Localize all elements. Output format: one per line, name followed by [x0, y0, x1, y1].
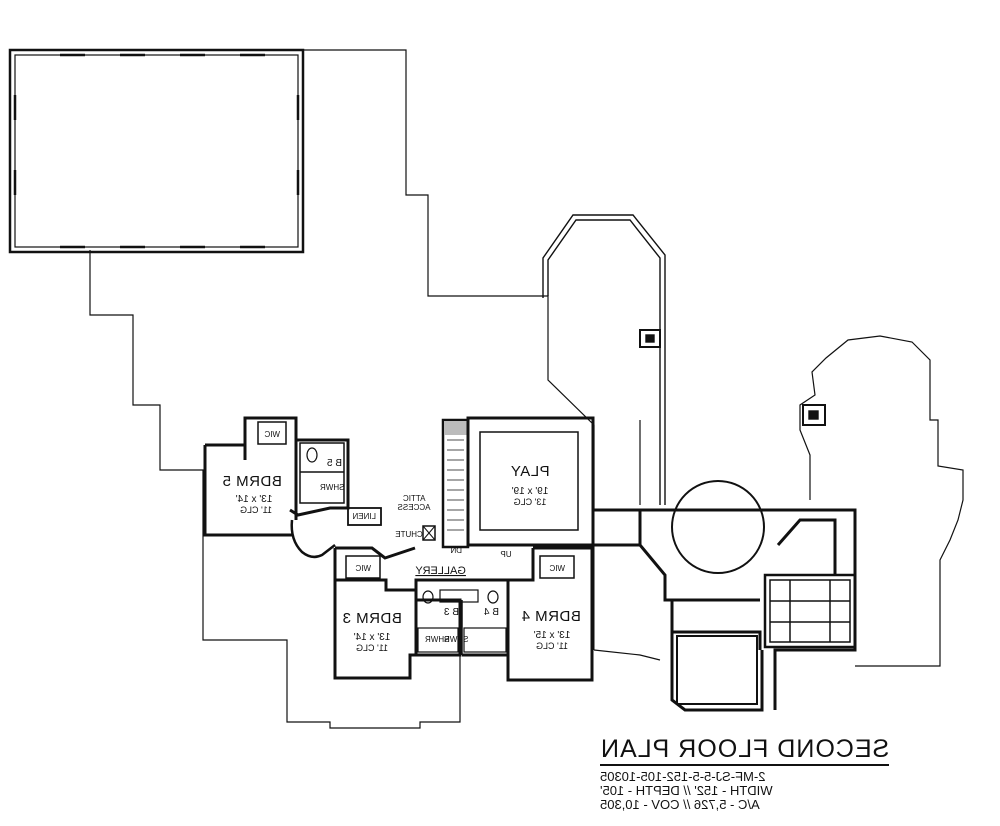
bdrm3-ceiling: 11' CLG [356, 643, 388, 653]
attic-access-label: ACCESS [398, 503, 431, 512]
bath5-label: B 5 [326, 458, 341, 469]
bath3-label: B 3 [443, 607, 458, 618]
attic-label: ATTIC [403, 494, 426, 503]
bath5-shower-label: SHWR [320, 483, 345, 492]
bdrm4-size: 13' x 15' [534, 630, 571, 641]
bdrm4-wic-label: WIC [549, 564, 565, 573]
linen-label: LINEN [352, 512, 376, 521]
bdrm5-name: BDRM 5 [222, 473, 282, 490]
garage-roof-block [8, 48, 305, 254]
play-ceiling: 13' CLG [514, 497, 547, 507]
play-name: PLAY [510, 463, 549, 480]
bdrm3-size: 13' x 14' [354, 632, 391, 643]
bdrm5-ceiling: 11' CLG [240, 505, 272, 515]
bdrm5-size: 13' x 14' [236, 494, 273, 505]
bdrm5-wic-label: WIC [264, 430, 280, 439]
title-block: SECOND FLOOR PLAN 2-MF-SJ-5-5-152-105-10… [600, 735, 940, 812]
play-size: 19' x 19' [512, 486, 549, 497]
bath3-shower-label: SHWR [425, 635, 450, 644]
bath4-shower-label: SHWR [444, 635, 469, 644]
bath4-label: B 4 [483, 607, 498, 618]
first-floor-outline [89, 49, 964, 729]
plan-areas: A/C - 5,726 // COV - 10,305 [600, 797, 760, 812]
second-floor-walls [203, 416, 857, 712]
gallery-label: GALLERY [415, 565, 466, 577]
stair-up-label: UP [500, 550, 511, 559]
bdrm4-name: BDRM 4 [521, 608, 581, 625]
bdrm4-ceiling: 11' CLG [536, 641, 568, 651]
bdrm3-wic-label: WIC [355, 564, 371, 573]
plan-number: 2-MF-SJ-5-5-152-105-10305 [600, 769, 766, 784]
room-labels: BDRM 5 13' x 14' 11' CLG PLAY 19' x 19' … [222, 430, 581, 653]
stair-down-label: DN [450, 546, 462, 555]
tower-roof [542, 214, 826, 505]
bdrm3-name: BDRM 3 [342, 610, 402, 627]
plan-dimensions: WIDTH - 152' // DEPTH - 105' [600, 783, 773, 798]
chute-label: CHUTE [395, 530, 423, 539]
plan-title: SECOND FLOOR PLAN [600, 735, 890, 766]
